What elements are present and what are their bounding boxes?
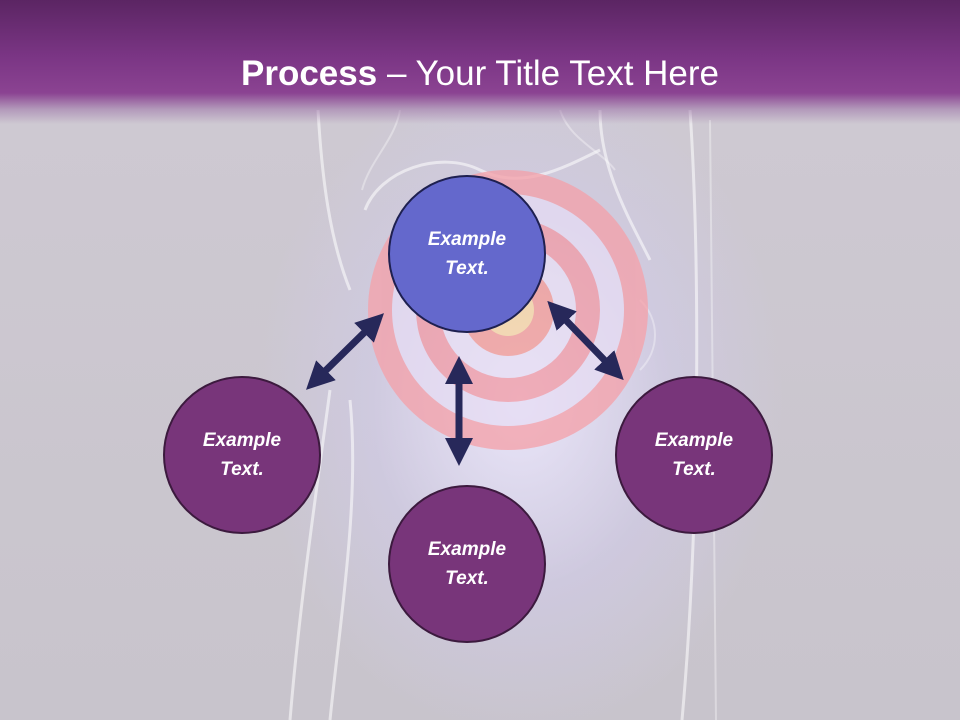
femur-outline-left — [316, 109, 352, 291]
node-bottom: Example Text. — [388, 485, 546, 643]
node-bottom-text: Example Text. — [427, 539, 507, 589]
node-left-text: Example Text. — [202, 430, 282, 480]
title-separator: – — [377, 54, 416, 93]
node-right: Example Text. — [615, 376, 773, 534]
node-right-text: Example Text. — [654, 430, 734, 480]
arrow-top-left — [306, 313, 384, 390]
node-top-text: Example Text. — [427, 229, 507, 279]
title-rest: Your Title Text Here — [415, 54, 720, 93]
tibia-outline-left — [288, 389, 332, 720]
femur-condyle — [363, 148, 601, 211]
femur-outline-right — [598, 109, 652, 261]
node-left: Example Text. — [163, 376, 321, 534]
node-top: Example Text. — [388, 175, 546, 333]
tibia-outline-inner — [328, 399, 355, 720]
title-bar — [0, 0, 960, 124]
slide-title: Process – Your Title Text Here — [0, 52, 960, 96]
title-bold: Process — [241, 54, 378, 93]
arrow-top-right — [547, 300, 624, 381]
